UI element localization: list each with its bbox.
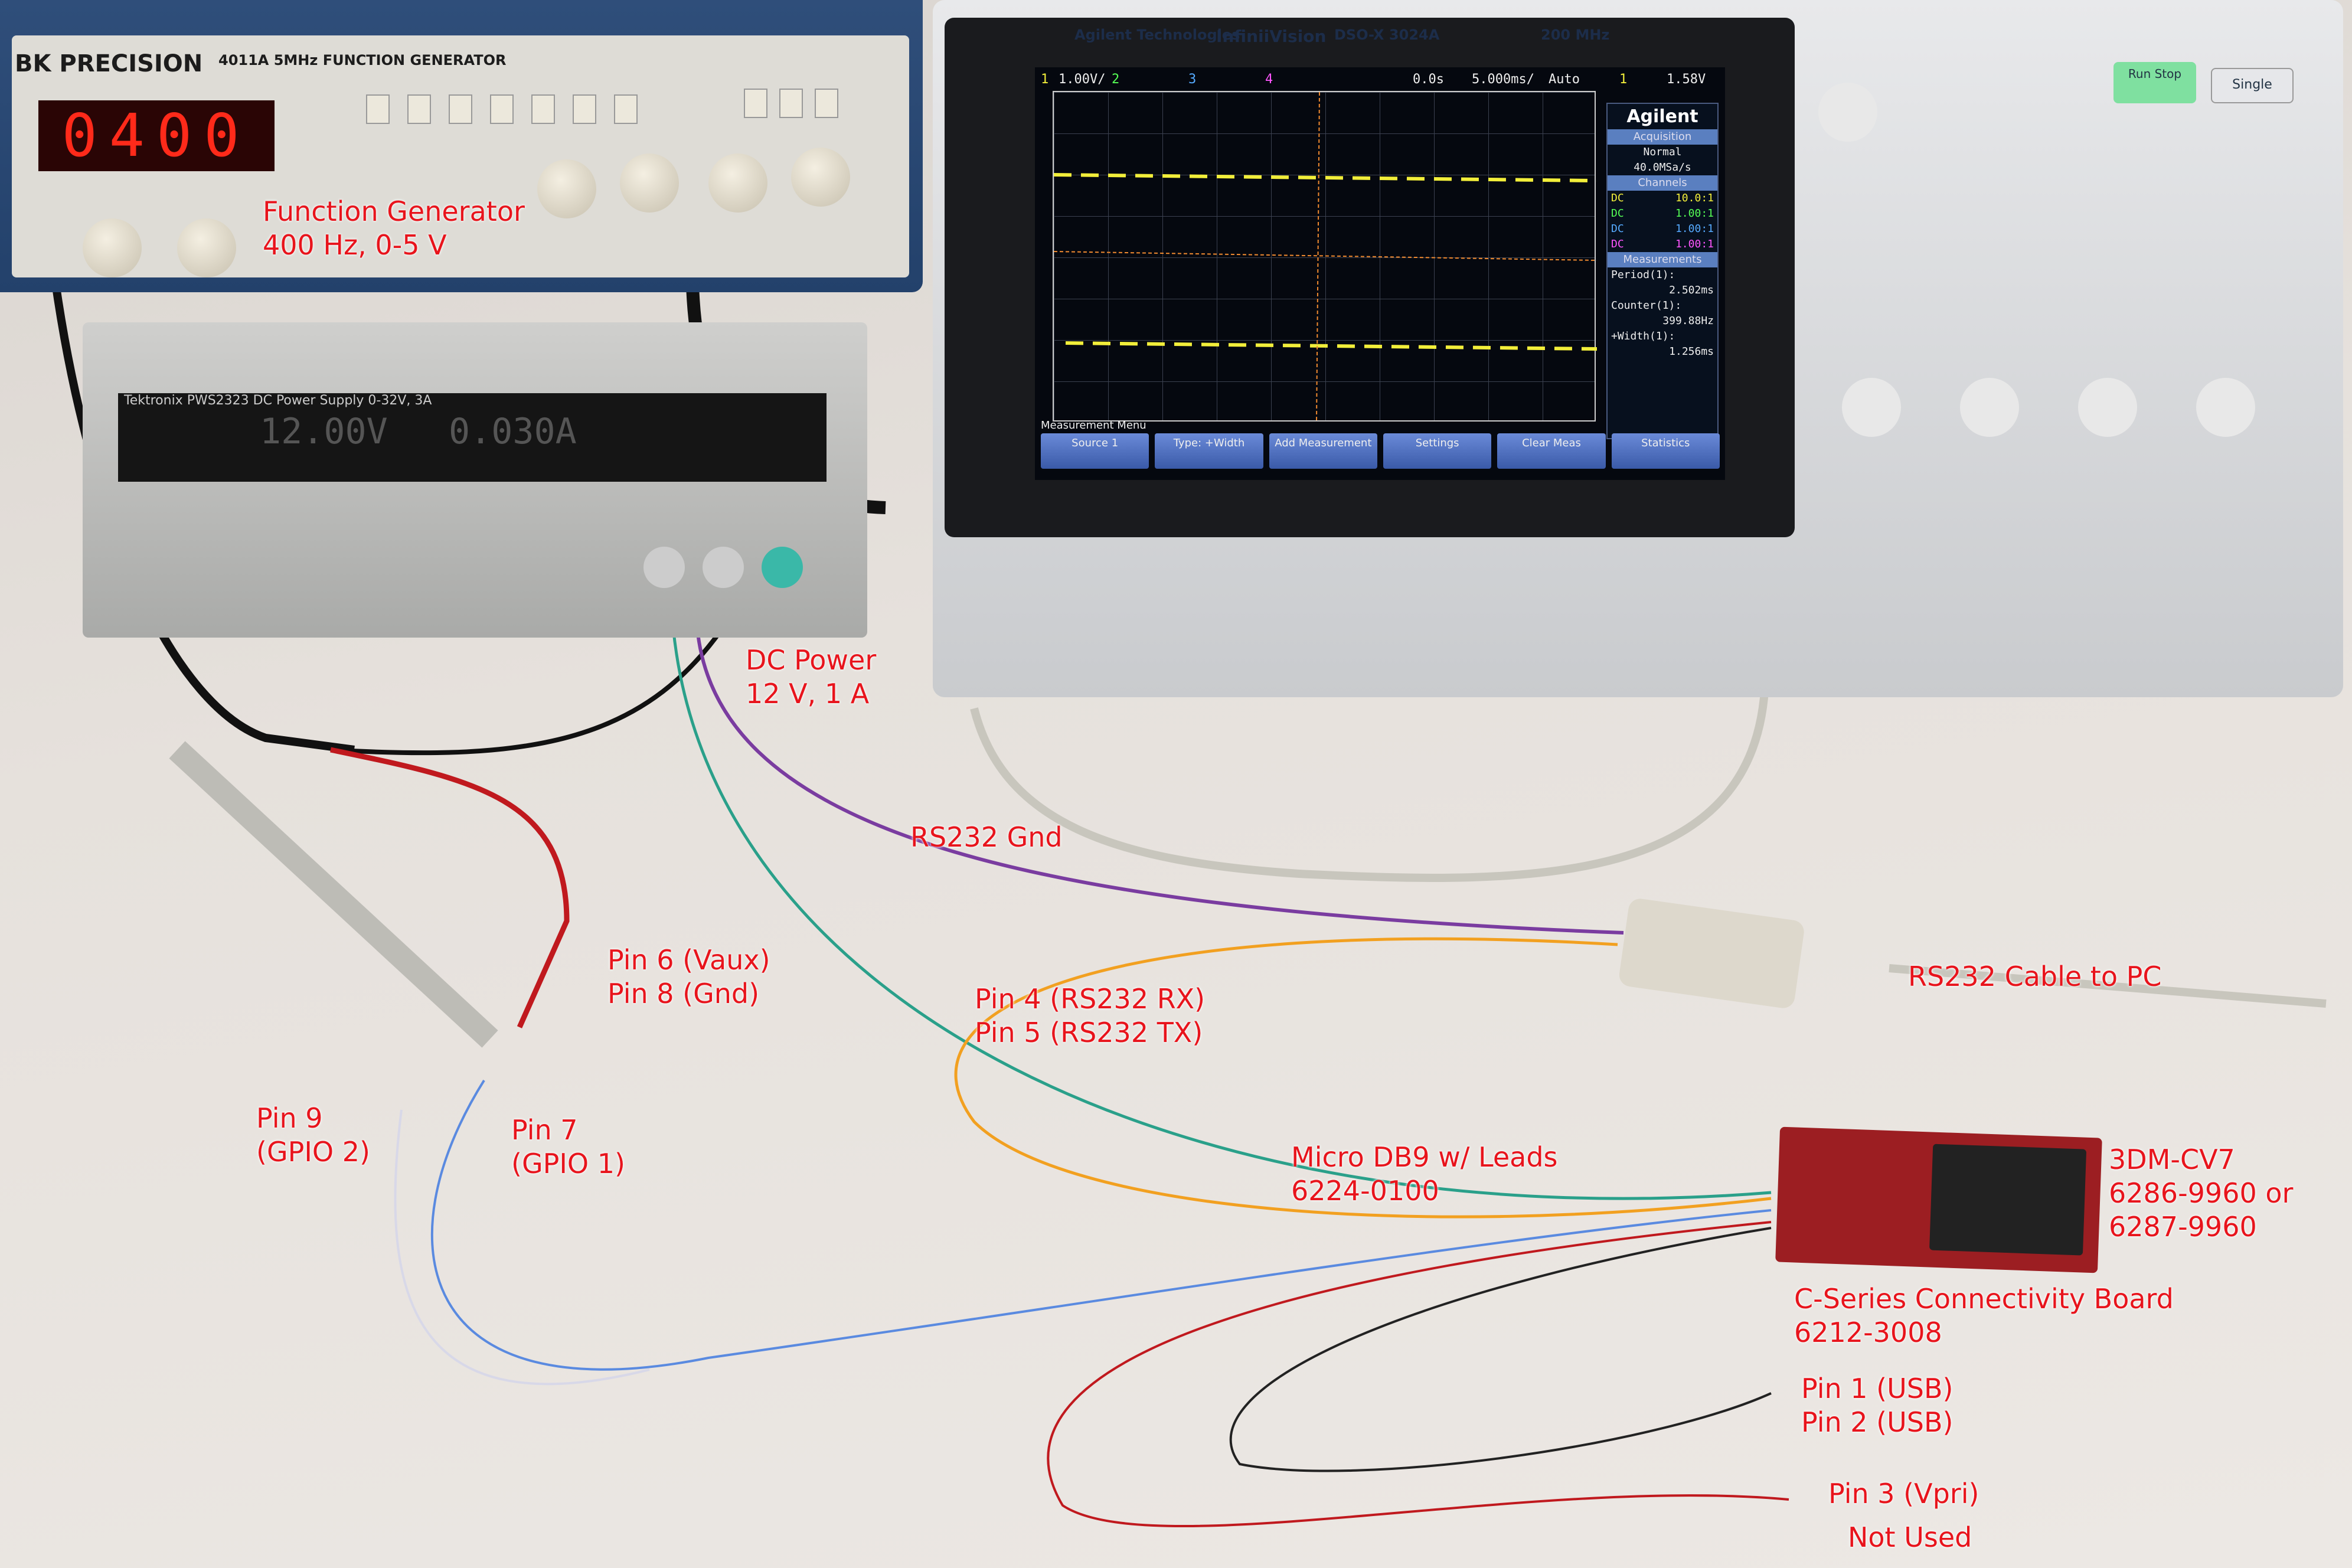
3dm-cv7-sensor [1929, 1144, 2087, 1256]
range-button[interactable] [490, 94, 514, 124]
trigger-level: 1.58V [1667, 72, 1706, 87]
period-value: 2.502ms [1669, 284, 1714, 296]
trigger-source: 1 [1619, 72, 1628, 87]
scope-screen: 1 1.00V/ 2 3 4 0.0s 5.000ms/ Auto 1 1.58… [1035, 67, 1725, 480]
fine-knob[interactable] [177, 218, 236, 277]
label-pin3: Pin 3 (Vpri) [1828, 1478, 1979, 1510]
sample-rate: 40.0MSa/s [1634, 161, 1691, 174]
softkey-source[interactable]: Source 1 [1041, 433, 1149, 469]
label-not-used: Not Used [1848, 1521, 1972, 1553]
acquisition-mode: Normal [1643, 146, 1682, 158]
dc-power-supply: Tektronix PWS2323 DC Power Supply 0-32V,… [83, 322, 867, 638]
power-supply-model: Tektronix PWS2323 DC Power Supply 0-32V,… [124, 393, 432, 408]
agilent-logo: Agilent [1626, 106, 1698, 127]
range-button[interactable] [573, 94, 596, 124]
scope-brand: Agilent Technologies [1074, 27, 1240, 43]
ch2-scale-knob[interactable] [1960, 378, 2019, 437]
range-button[interactable] [366, 94, 390, 124]
ch4-label: 4 [1265, 72, 1273, 87]
ch3-label: 3 [1188, 72, 1197, 87]
waveform-button[interactable] [779, 89, 803, 118]
softkey-statistics[interactable]: Statistics [1611, 433, 1720, 469]
range-button[interactable] [407, 94, 431, 124]
cmos-level-knob[interactable] [620, 153, 679, 213]
function-generator-model: 4011A 5MHz FUNCTION GENERATOR [218, 52, 507, 68]
measurements-header: Measurements [1608, 252, 1717, 267]
voltage-readout: 12.00V [260, 411, 388, 452]
ch1-scale: 1.00V/ [1059, 72, 1106, 87]
channels-header: Channels [1608, 175, 1717, 191]
label-pin4-pin5: Pin 4 (RS232 RX)Pin 5 (RS232 TX) [975, 983, 1206, 1048]
ch3-scale-knob[interactable] [2078, 378, 2137, 437]
label-pin7: Pin 7(GPIO 1) [511, 1114, 625, 1180]
width-value: 1.256ms [1669, 345, 1714, 358]
negative-terminal[interactable] [703, 547, 744, 588]
current-readout: 0.030A [449, 411, 577, 452]
output-level-knob[interactable] [791, 148, 850, 207]
horizontal-scale-knob[interactable] [1818, 83, 1877, 142]
coupling: DC [1611, 207, 1624, 220]
softkey-clear-meas[interactable]: Clear Meas [1497, 433, 1606, 469]
run-stop-button[interactable]: Run Stop [2113, 62, 2196, 103]
single-button[interactable]: Single [2211, 68, 2294, 103]
menu-title: Measurement Menu [1041, 419, 1146, 432]
probe-ratio: 1.00:1 [1675, 223, 1714, 235]
waveform-grid [1053, 91, 1598, 423]
coupling: DC [1611, 238, 1624, 250]
positive-terminal[interactable] [643, 547, 685, 588]
counter-value: 399.88Hz [1662, 315, 1714, 327]
waveform-button[interactable] [744, 89, 767, 118]
range-button[interactable] [449, 94, 472, 124]
label-pin1-pin2: Pin 1 (USB)Pin 2 (USB) [1801, 1373, 1954, 1438]
softkey-add-measurement[interactable]: Add Measurement [1269, 433, 1377, 469]
label-pin6-pin8: Pin 6 (Vaux)Pin 8 (Gnd) [607, 944, 770, 1010]
ch2-label: 2 [1112, 72, 1120, 87]
scope-model: DSO-X 3024A [1334, 27, 1440, 43]
probe-ratio: 1.00:1 [1675, 238, 1714, 250]
function-generator: BK PRECISION 4011A 5MHz FUNCTION GENERAT… [0, 0, 923, 292]
coupling: DC [1611, 223, 1624, 235]
coupling: DC [1611, 192, 1624, 204]
ch1-scale-knob[interactable] [1842, 378, 1901, 437]
connectivity-board [1775, 1126, 2102, 1273]
time-offset: 0.0s [1413, 72, 1444, 87]
function-generator-brand: BK PRECISION [15, 50, 203, 77]
ch4-scale-knob[interactable] [2196, 378, 2255, 437]
softkey-settings[interactable]: Settings [1383, 433, 1492, 469]
scope-side-panel: Agilent Acquisition Normal 40.0MSa/s Cha… [1606, 103, 1719, 439]
label-rs232-gnd: RS232 Gnd [910, 821, 1063, 853]
acquisition-header: Acquisition [1608, 129, 1717, 145]
label-rs232-cable: RS232 Cable to PC [1908, 961, 2162, 992]
trigger-mode: Auto [1549, 72, 1580, 87]
softkey-type[interactable]: Type: +Width [1155, 433, 1263, 469]
scope-bandwidth: 200 MHz [1541, 27, 1610, 43]
ground-terminal[interactable] [762, 547, 803, 588]
frequency-display: 0400 [38, 100, 275, 171]
period-label: Period(1): [1611, 269, 1675, 281]
coarse-knob[interactable] [83, 218, 142, 277]
range-button[interactable] [531, 94, 555, 124]
counter-label: Counter(1): [1611, 299, 1682, 312]
softkey-bar: Source 1 Type: +Width Add Measurement Se… [1041, 433, 1720, 469]
scope-series: InfiniiVision [1216, 27, 1327, 46]
probe-ratio: 1.00:1 [1675, 207, 1714, 220]
time-scale: 5.000ms/ [1472, 72, 1534, 87]
label-pin9: Pin 9(GPIO 2) [256, 1102, 370, 1168]
probe-ratio: 10.0:1 [1675, 192, 1714, 204]
power-supply-display [118, 393, 827, 482]
duty-cycle-knob[interactable] [537, 159, 596, 218]
ch1-square-wave [1053, 92, 1598, 423]
width-label: +Width(1): [1611, 330, 1675, 342]
ch1-label: 1 [1041, 72, 1049, 87]
waveform-button[interactable] [815, 89, 838, 118]
dc-offset-knob[interactable] [708, 153, 767, 213]
range-button[interactable] [614, 94, 638, 124]
